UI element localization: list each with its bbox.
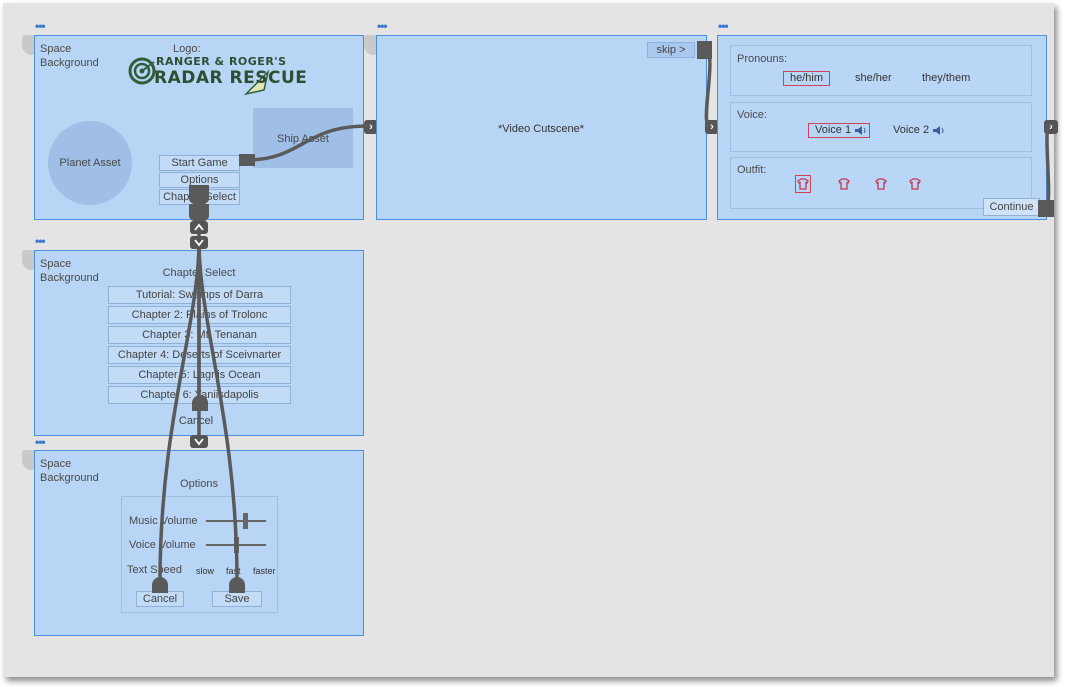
voice-label: Voice:: [737, 109, 767, 121]
logo-line-1: RANGER & ROGER'S: [156, 55, 287, 68]
chapter-button[interactable]: Chapter 4: Deserts of Sceivnarter: [108, 346, 291, 364]
options-group: Music Volume Voice Volume Text Speed slo…: [121, 496, 278, 613]
music-volume-label: Music Volume: [129, 515, 198, 527]
ship-label: Ship Asset: [277, 133, 329, 145]
start-game-button[interactable]: Start Game: [159, 155, 240, 171]
logo-line-2: RADAR RESCUE: [154, 68, 308, 88]
pronoun-he-him-option[interactable]: he/him: [783, 71, 831, 86]
chevron-right-icon[interactable]: ›: [1044, 120, 1058, 134]
voice-section: Voice: Voice 1 Voice 2: [730, 102, 1032, 152]
panel-handle[interactable]: [22, 450, 35, 470]
panel-menu-dots-icon[interactable]: •••: [35, 19, 46, 33]
options-cancel-button[interactable]: Cancel: [136, 591, 184, 607]
panel-menu-dots-icon[interactable]: •••: [718, 19, 729, 33]
voice-1-option[interactable]: Voice 1: [808, 123, 871, 138]
cutscene-panel[interactable]: *Video Cutscene* skip >: [376, 35, 707, 220]
flow-canvas[interactable]: ••• Space Background Logo: RANGER & ROGE…: [3, 3, 1058, 677]
voice-2-label: Voice 2: [893, 124, 930, 136]
chevron-down-icon: [190, 435, 208, 448]
chapter-button[interactable]: Chapter 3: Mt. Tenanan: [108, 326, 291, 344]
voice-volume-thumb[interactable]: [234, 537, 239, 553]
shirt-icon[interactable]: [909, 178, 921, 190]
background-label: Space Background: [40, 43, 99, 69]
skip-button[interactable]: skip >: [647, 42, 695, 58]
panel-menu-dots-icon[interactable]: •••: [35, 435, 46, 449]
title-menu-panel[interactable]: Space Background Logo: RANGER & ROGER'S …: [34, 35, 364, 220]
shirt-icon: [797, 178, 809, 190]
speaker-icon: [855, 126, 866, 135]
chapter-button[interactable]: Tutorial: Swamps of Darra: [108, 286, 291, 304]
shirt-icon[interactable]: [838, 178, 850, 190]
chapter-button[interactable]: Chapter 2: Plains of Trolonc: [108, 306, 291, 324]
options-title: Options: [180, 478, 218, 490]
outfit-1-option[interactable]: [795, 175, 811, 193]
chapter-button[interactable]: Chapter 6: Yaniisdapolis: [108, 386, 291, 404]
radar-logo-icon: [128, 57, 270, 96]
music-volume-thumb[interactable]: [243, 513, 248, 529]
video-cutscene-label: *Video Cutscene*: [497, 123, 585, 135]
options-button[interactable]: Options: [159, 172, 240, 188]
chevron-down-icon: [190, 236, 208, 249]
panel-handle[interactable]: [22, 35, 35, 55]
pronoun-they-them-option[interactable]: they/them: [922, 72, 971, 84]
panel-handle[interactable]: [364, 35, 377, 55]
chapter-select-title: Chapter Select: [162, 267, 236, 279]
pronouns-section: Pronouns: he/him she/her they/them: [730, 45, 1032, 96]
chapter-select-button[interactable]: Chapter Select: [159, 189, 240, 205]
outfit-section: Outfit:: [730, 157, 1032, 209]
options-save-button[interactable]: Save: [212, 591, 262, 607]
voice-1-label: Voice 1: [815, 124, 852, 136]
chapter-select-panel[interactable]: Space Background Chapter Select Tutorial…: [34, 250, 364, 436]
outfit-label: Outfit:: [737, 164, 767, 176]
speaker-icon: [933, 126, 944, 135]
speed-faster-option[interactable]: faster: [253, 566, 276, 576]
background-label: Space Background: [40, 258, 99, 284]
music-volume-slider[interactable]: [206, 513, 266, 529]
ship-asset: Ship Asset: [253, 108, 353, 168]
game-logo: RANGER & ROGER'S RADAR RESCUE: [128, 54, 307, 98]
character-setup-panel[interactable]: Pronouns: he/him she/her they/them Voice…: [717, 35, 1047, 220]
background-label: Space Background: [40, 458, 99, 484]
pronoun-she-her-option[interactable]: she/her: [855, 72, 892, 84]
speed-fast-option[interactable]: fast: [226, 566, 241, 576]
voice-volume-label: Voice Volume: [129, 539, 196, 551]
voice-2-option[interactable]: Voice 2: [893, 124, 947, 136]
options-panel[interactable]: Space Background Options Music Volume Vo…: [34, 450, 364, 636]
logo-label: Logo:: [173, 43, 201, 55]
chapter-cancel-button[interactable]: Cancel: [178, 415, 214, 427]
continue-button[interactable]: Continue: [983, 198, 1040, 216]
chevron-up-icon: [190, 221, 208, 234]
pronouns-label: Pronouns:: [737, 53, 788, 65]
planet-asset: Planet Asset: [48, 121, 132, 205]
panel-menu-dots-icon[interactable]: •••: [35, 234, 46, 248]
planet-label: Planet Asset: [59, 157, 121, 169]
text-speed-label: Text Speed: [127, 564, 183, 576]
shirt-icon[interactable]: [875, 178, 887, 190]
chapter-button[interactable]: Chapter 5: Lagnis Ocean: [108, 366, 291, 384]
panel-menu-dots-icon[interactable]: •••: [377, 19, 388, 33]
speed-slow-option[interactable]: slow: [196, 566, 215, 576]
voice-volume-slider[interactable]: [206, 537, 266, 553]
panel-handle[interactable]: [22, 250, 35, 270]
